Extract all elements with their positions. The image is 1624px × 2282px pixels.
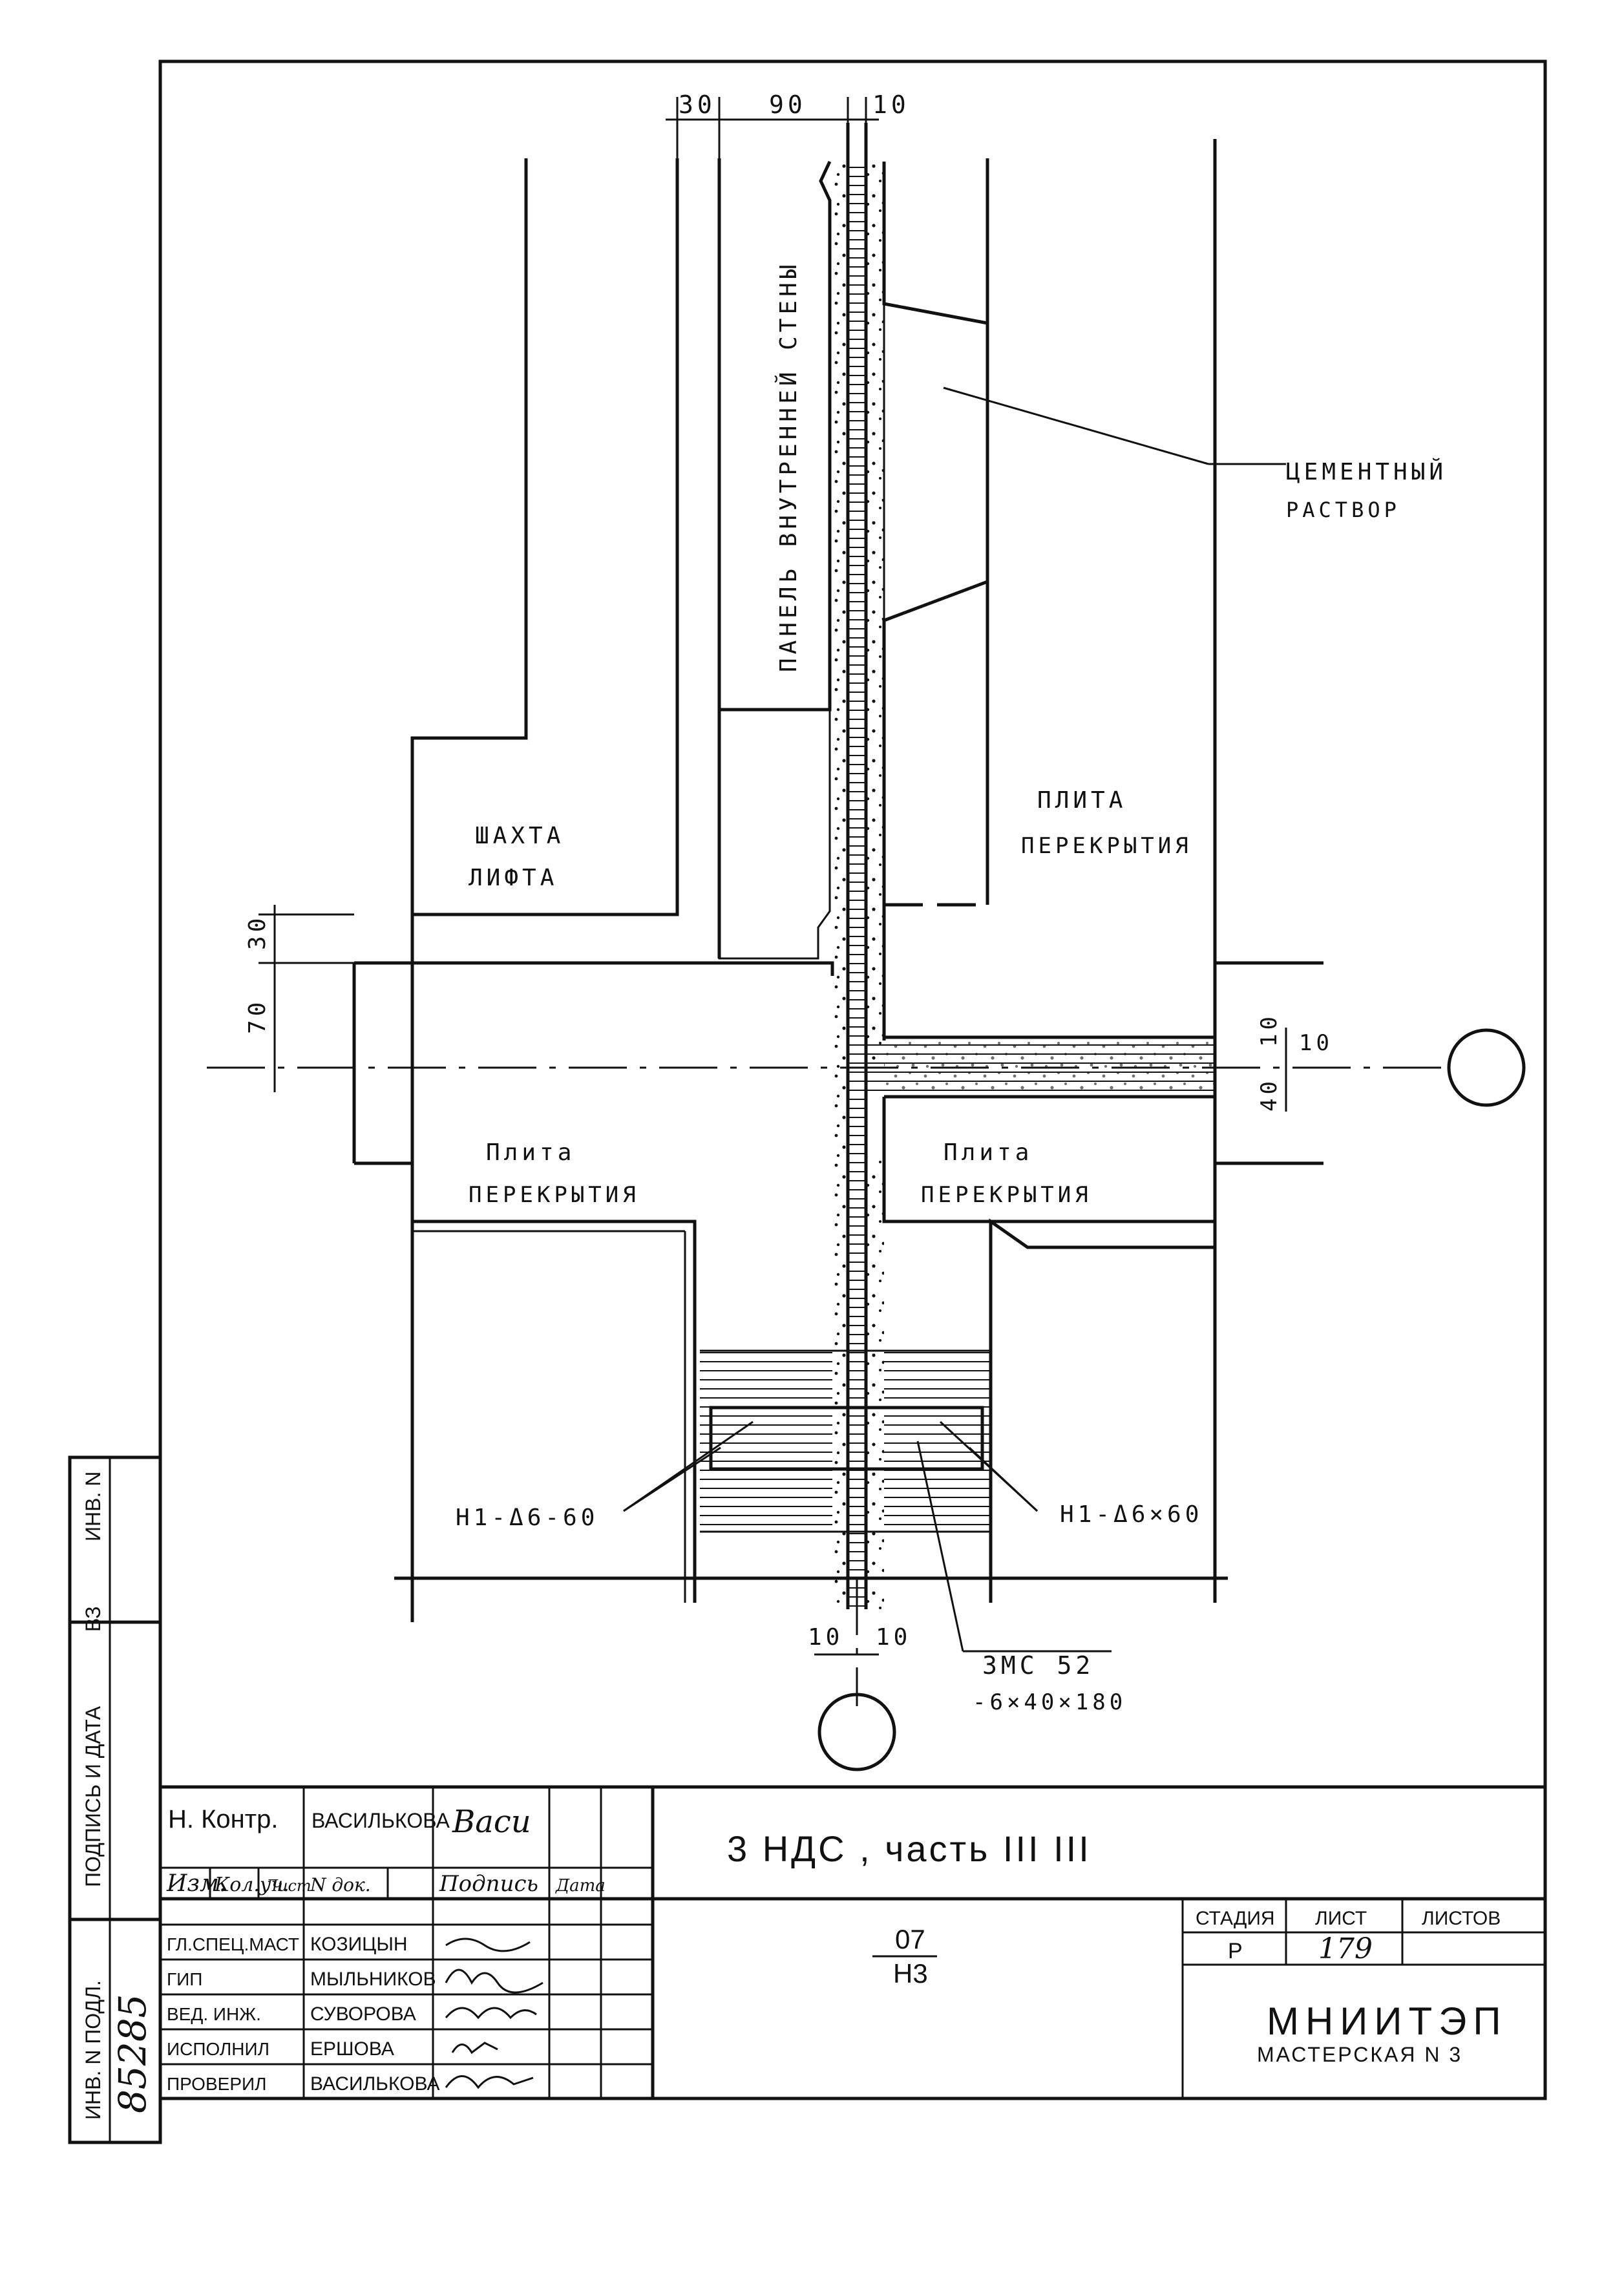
- sheet-frame: [158, 59, 1547, 2100]
- mortar-label-1: ЦЕМЕНТНЫЙ: [1286, 458, 1447, 485]
- mortar-label-2: РАСТВОР: [1286, 498, 1400, 522]
- code-bottom: Н3: [893, 1958, 928, 1989]
- row-role-4: ПРОВЕРИЛ: [167, 2074, 267, 2094]
- slab-bottom-left-2: ПЕРЕКРЫТИЯ: [469, 1182, 640, 1208]
- dim-top-30: 30: [679, 90, 716, 119]
- org-name: МНИИТЭП: [1267, 2000, 1507, 2043]
- slab-bottom-left-1: Плита: [486, 1139, 575, 1166]
- bottom-hatch-left: [700, 1351, 832, 1532]
- shaft-label-1: ШАХТА: [475, 823, 564, 849]
- row-name-4: ВАСИЛЬКОВА: [310, 2073, 439, 2095]
- slab-top-right-1: ПЛИТА: [1037, 787, 1126, 814]
- side-inv-orig: ИНВ. N ПОДЛ.: [81, 1980, 105, 2120]
- dim-left-70: 70: [244, 998, 271, 1034]
- nkontr-name: ВАСИЛЬКОВА: [311, 1809, 450, 1832]
- slab-top-right-2: ПЕРЕКРЫТИЯ: [1021, 833, 1192, 859]
- header-data: Дата: [555, 1876, 606, 1896]
- dim-right-40: 40: [1256, 1077, 1282, 1112]
- leader-lines: [623, 386, 1286, 1653]
- cement-mortar-top: [883, 302, 989, 622]
- panel-label: ПАНЕЛЬ ВНУТРЕННЕЙ СТЕНЫ: [775, 261, 802, 673]
- side-inv-value: 85285: [111, 1994, 154, 2113]
- row-name-0: КОЗИЦЫН: [310, 1934, 408, 1955]
- shaft-label-2: ЛИФТА: [469, 865, 558, 891]
- sheet-value: 179: [1318, 1932, 1373, 1965]
- part-label-bottom: -6×40×180: [973, 1689, 1126, 1715]
- axis-marker-bottom: [817, 1693, 896, 1771]
- header-izm: Изм.: [166, 1870, 226, 1897]
- dim-right-10a: 10: [1256, 1013, 1282, 1047]
- dim-right-10b: 10: [1299, 1030, 1333, 1056]
- bottom-hatch-right: [884, 1351, 991, 1532]
- axis-marker-right: [1447, 1028, 1526, 1107]
- stage-value: Р: [1228, 1939, 1243, 1963]
- side-inv-no: ИНВ. N: [81, 1472, 105, 1541]
- row-role-2: ВЕД. ИНЖ.: [167, 2004, 261, 2024]
- cement-mortar-left: [718, 708, 831, 960]
- joint-mortar: [830, 162, 884, 1609]
- code-top: 07: [895, 1924, 925, 1954]
- slab-bottom-right-2: ПЕРЕКРЫТИЯ: [921, 1182, 1092, 1208]
- part-label-top: ЗМС 52: [982, 1651, 1094, 1680]
- nkontr-role: Н. Контр.: [168, 1805, 278, 1833]
- row-role-3: ИСПОЛНИЛ: [167, 2039, 269, 2059]
- dim-bottom-10a: 10: [808, 1624, 843, 1651]
- row-name-2: СУВОРОВА: [310, 2003, 416, 2025]
- title-block-grid: [160, 1785, 1545, 2098]
- row-role-1: ГИП: [167, 1969, 202, 1989]
- header-ndok: N док.: [310, 1874, 371, 1896]
- side-stamp: [68, 1455, 162, 2144]
- nkontr-signature: Васи: [452, 1804, 531, 1840]
- project-title: 3 НДС , часть III III: [727, 1828, 1091, 1869]
- dim-left-30: 30: [244, 914, 271, 950]
- row-name-3: ЕРШОВА: [310, 2038, 394, 2060]
- sheets-label: ЛИСТОВ: [1422, 1908, 1501, 1929]
- dim-bottom-10b: 10: [876, 1624, 911, 1651]
- weld-label-right: Н1-Δ6×60: [1060, 1501, 1203, 1528]
- side-sign-date: ПОДПИСЬ И ДАТА: [81, 1706, 105, 1887]
- dim-top-90: 90: [769, 90, 807, 119]
- row-name-1: МЫЛЬНИКОВ: [310, 1969, 436, 1990]
- org-sub: МАСТЕРСКАЯ N 3: [1257, 2043, 1462, 2066]
- dimension-lines: [258, 97, 1287, 1656]
- header-podpis: Подпись: [439, 1871, 538, 1897]
- header-list: Лист: [264, 1877, 311, 1895]
- stage-label: СТАДИЯ: [1196, 1908, 1275, 1929]
- slab-bottom-right-1: Плита: [944, 1139, 1033, 1166]
- dim-top-10: 10: [872, 90, 910, 119]
- row-role-0: ГЛ.СПЕЦ.МАСТ: [167, 1934, 299, 1954]
- sheet-label: ЛИСТ: [1315, 1908, 1367, 1929]
- structure-outlines: [352, 123, 1323, 1622]
- header-kolich: Кол.уч.: [214, 1874, 290, 1896]
- signatures: [445, 1938, 543, 2089]
- weld-label-left: Н1-Δ6-60: [456, 1505, 598, 1531]
- side-vz: ВЗ: [81, 1606, 105, 1632]
